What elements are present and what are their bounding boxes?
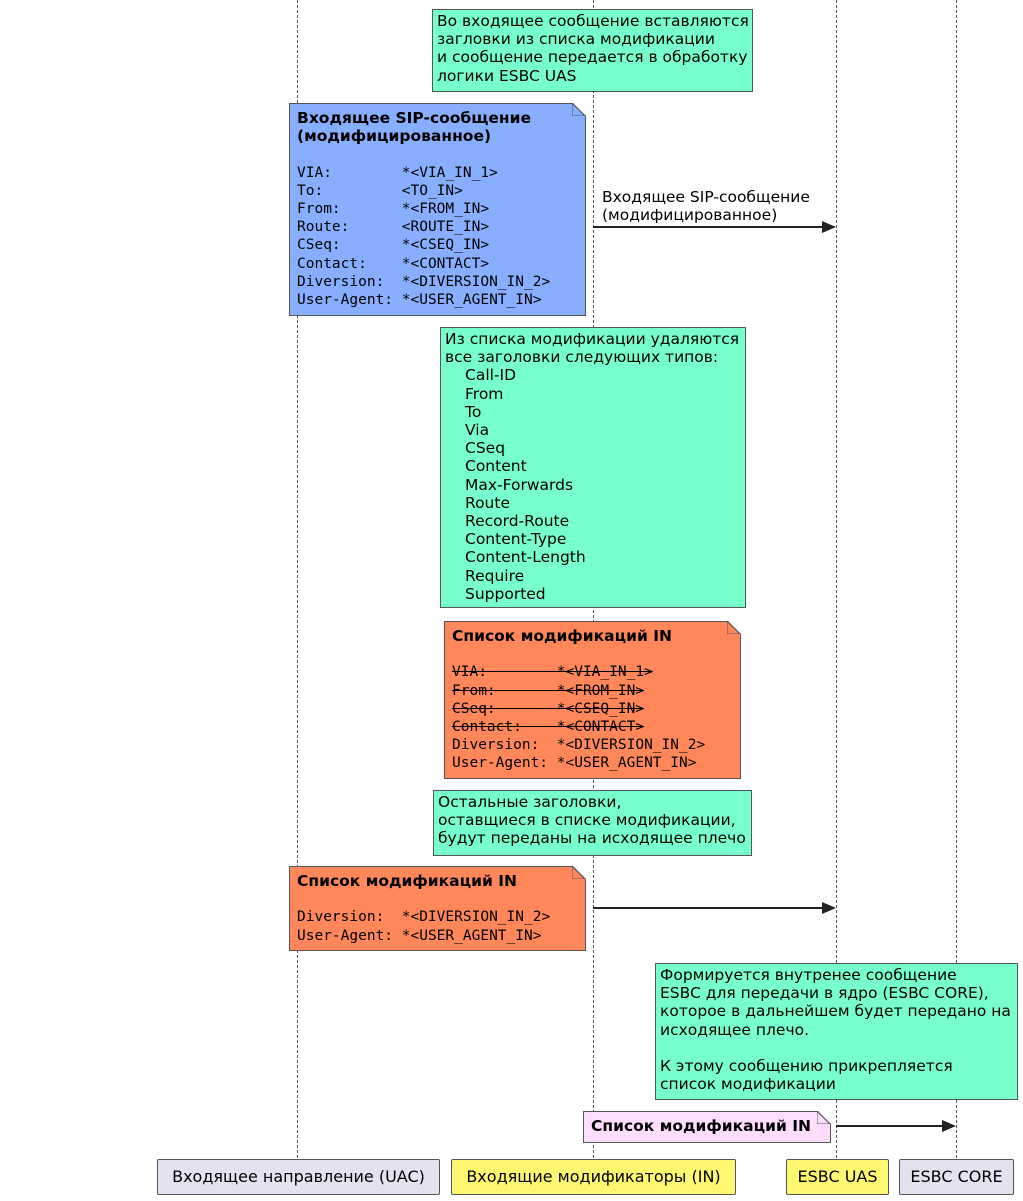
header-type-item: Content (465, 457, 527, 476)
note-line: исходящее плечо. (660, 1020, 810, 1039)
note-title: Список модификаций IN (452, 627, 672, 645)
note-line: логики ESBC UAS (437, 66, 577, 85)
participant-core: ESBC CORE (899, 1159, 1014, 1195)
lifeline-uas (836, 0, 837, 1158)
removed-header-line: From: *<FROM_IN> (452, 682, 645, 699)
participant-uas: ESBC UAS (786, 1159, 889, 1195)
sip-header-line: Diversion: *<DIVERSION_IN_2> (297, 273, 551, 290)
note-line: список модификации (660, 1075, 836, 1094)
header-type-item: Route (465, 493, 510, 512)
header-type-item: To (465, 402, 482, 421)
message-label-line: Входящее SIP-сообщение (602, 188, 810, 206)
message-label: Входящее SIP-сообщение (модифицированное… (602, 188, 810, 224)
header-type-item: CSeq (465, 439, 506, 458)
note-title: (модифицированное) (297, 127, 492, 146)
header-type-item: Content-Type (465, 530, 567, 549)
header-type-item: From (465, 384, 504, 403)
note-fold-corner (572, 866, 585, 879)
note-fold-corner (727, 621, 740, 634)
note-modification-list-in-strikethrough: Список модификаций IN VIA: *<VIA_IN_1> F… (444, 621, 741, 779)
header-type-item: Supported (465, 584, 546, 603)
note-line: будут переданы на исходящее плечо (438, 829, 746, 848)
note-line: Остальные заголовки, (438, 793, 622, 811)
kept-header-line: Diversion: *<DIVERSION_IN_2> (297, 909, 551, 926)
note-line: ESBC для передачи в ядро (ESBC CORE), (660, 984, 989, 1003)
header-type-item: Require (465, 566, 525, 585)
kept-header-line: Diversion: *<DIVERSION_IN_2> (452, 737, 706, 754)
note-line: Формируется внутренее сообщение (660, 966, 957, 984)
note-internal-message: Формируется внутренее сообщение ESBC для… (655, 963, 1018, 1100)
message-arrow-in-to-uas-2 (593, 902, 836, 914)
note-insert-headers: Во входящее сообщение вставляются заглов… (432, 9, 753, 92)
participant-uac: Входящее направление (UAC) (157, 1159, 440, 1195)
sip-header-line: Route: <ROUTE_IN> (297, 219, 490, 236)
note-title: Входящее SIP-сообщение (297, 109, 531, 127)
note-line: К этому сообщению прикрепляется (660, 1057, 953, 1075)
removed-header-line: Contact: *<CONTACT> (452, 719, 645, 735)
note-modification-list-in-small: Список модификаций IN (583, 1111, 831, 1143)
kept-header-line: User-Agent: *<USER_AGENT_IN> (297, 927, 542, 944)
sip-header-line: To: <TO_IN> (297, 182, 463, 199)
note-line: которое в дальнейшем будет передано на (660, 1002, 1011, 1021)
kept-header-line: User-Agent: *<USER_AGENT_IN> (452, 755, 697, 772)
note-fold-corner (817, 1111, 830, 1124)
removed-header-line: VIA: *<VIA_IN_1> (452, 664, 653, 681)
note-modification-list-in: Список модификаций IN Diversion: *<DIVER… (289, 866, 586, 951)
sip-header-line: From: *<FROM_IN> (297, 201, 490, 217)
note-line: все заголовки следующих типов: (445, 348, 719, 367)
lifeline-uac (297, 0, 298, 1158)
message-arrow-in-to-uas (593, 221, 836, 233)
lifeline-core (956, 0, 957, 1158)
note-fold-corner (572, 103, 585, 116)
note-title: Список модификаций IN (297, 872, 517, 890)
header-type-item: Content-Length (465, 548, 586, 567)
note-remaining-headers: Остальные заголовки, оставщиеся в списке… (433, 790, 752, 856)
header-type-item: Via (465, 421, 490, 440)
removed-header-line: CSeq: *<CSEQ_IN> (452, 700, 645, 717)
sip-header-line: CSeq: *<CSEQ_IN> (297, 237, 490, 254)
sip-header-line: User-Agent: *<USER_AGENT_IN> (297, 292, 542, 309)
header-type-item: Record-Route (465, 512, 570, 531)
header-type-item: Max-Forwards (465, 475, 574, 494)
note-line: Из списка модификации удаляются (445, 330, 740, 348)
note-line: Во входящее сообщение вставляются (437, 12, 749, 30)
note-line (660, 1039, 1013, 1057)
note-line: и сообщение передается в обработку (437, 48, 748, 67)
participant-in: Входящие модификаторы (IN) (451, 1159, 736, 1195)
note-title: Список модификаций IN (591, 1117, 811, 1135)
note-line: оставщиеся в списке модификации, (438, 811, 736, 830)
note-modified-sip-message: Входящее SIP-сообщение (модифицированное… (289, 103, 586, 316)
sip-header-line: VIA: *<VIA_IN_1> (297, 164, 498, 181)
note-removed-header-types: Из списка модификации удаляются все заго… (440, 327, 746, 608)
header-type-item: Call-ID (465, 366, 517, 385)
message-arrow-uas-to-core (836, 1120, 956, 1132)
message-label-line: (модифицированное) (602, 206, 778, 225)
sip-header-line: Contact: *<CONTACT> (297, 255, 490, 272)
note-line: загловки из списка модификации (437, 30, 715, 49)
